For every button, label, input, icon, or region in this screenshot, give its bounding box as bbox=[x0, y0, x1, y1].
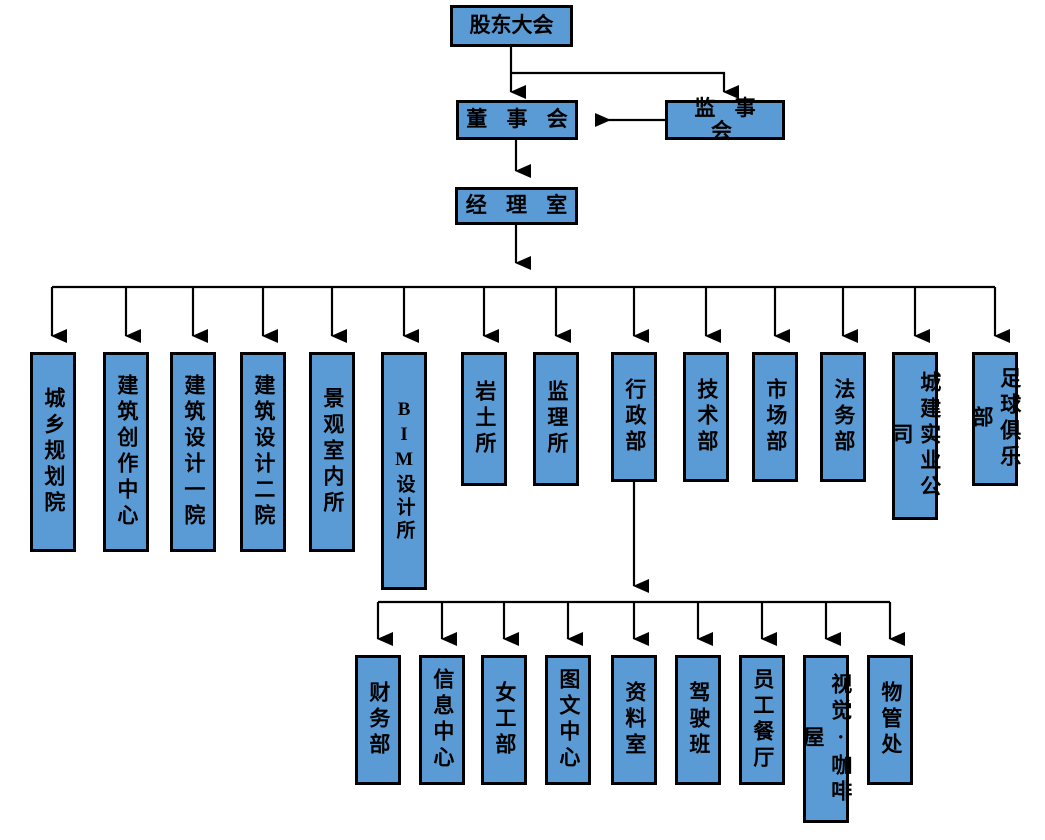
node-legal[interactable]: 法务部 bbox=[820, 352, 866, 482]
node-label: 法务部 bbox=[831, 378, 856, 456]
node-label: 股东大会 bbox=[469, 13, 554, 38]
node-label: 董 事 会 bbox=[466, 107, 575, 132]
node-label: BIM设计所 bbox=[393, 399, 415, 543]
node-arch-design-2[interactable]: 建筑设计二院 bbox=[240, 352, 286, 552]
node-market[interactable]: 市场部 bbox=[752, 352, 798, 482]
node-label: 建筑设计一院 bbox=[181, 374, 206, 530]
node-property-management[interactable]: 物管处 bbox=[867, 655, 913, 785]
node-board-of-directors[interactable]: 董 事 会 bbox=[456, 100, 578, 140]
node-label: 员工餐厅 bbox=[750, 668, 775, 772]
node-label: 驾驶班 bbox=[686, 681, 711, 759]
node-landscape-interior[interactable]: 景观室内所 bbox=[309, 352, 355, 552]
node-label: 女工部 bbox=[492, 681, 517, 759]
node-finance[interactable]: 财务部 bbox=[355, 655, 401, 785]
node-technology[interactable]: 技术部 bbox=[683, 352, 729, 482]
node-staff-canteen[interactable]: 员工餐厅 bbox=[739, 655, 785, 785]
node-visual-cafe[interactable]: 视觉·咖啡屋 bbox=[801, 655, 853, 823]
node-label: 视觉·咖啡屋 bbox=[801, 672, 853, 806]
node-label: 经 理 室 bbox=[465, 193, 575, 218]
node-women-workers[interactable]: 女工部 bbox=[481, 655, 527, 785]
node-geotechnical[interactable]: 岩土所 bbox=[461, 352, 507, 486]
node-label: 市场部 bbox=[763, 378, 788, 456]
node-driving-team[interactable]: 驾驶班 bbox=[675, 655, 721, 785]
node-archives[interactable]: 资料室 bbox=[611, 655, 657, 785]
node-label: 行政部 bbox=[622, 378, 647, 456]
node-urban-rural-planning[interactable]: 城乡规划院 bbox=[30, 352, 76, 552]
node-graphics-center[interactable]: 图文中心 bbox=[545, 655, 591, 785]
node-arch-creation-center[interactable]: 建筑创作中心 bbox=[103, 352, 149, 552]
node-board-of-supervisors[interactable]: 监 事 会 bbox=[665, 95, 785, 143]
node-chengjian-industry[interactable]: 城建实业公司 bbox=[890, 352, 942, 520]
node-label: 信息中心 bbox=[430, 668, 455, 772]
node-label: 城乡规划院 bbox=[41, 387, 66, 517]
node-label: 建筑设计二院 bbox=[251, 374, 276, 530]
node-arch-design-1[interactable]: 建筑设计一院 bbox=[170, 352, 216, 552]
node-label: 图文中心 bbox=[556, 668, 581, 772]
node-bim-design[interactable]: BIM设计所 bbox=[381, 352, 427, 590]
node-label: 财务部 bbox=[366, 681, 391, 759]
node-administration[interactable]: 行政部 bbox=[611, 352, 657, 482]
node-label: 监理所 bbox=[544, 380, 569, 458]
node-label: 景观室内所 bbox=[320, 387, 345, 517]
node-shareholders-meeting[interactable]: 股东大会 bbox=[450, 5, 573, 47]
node-label: 建筑创作中心 bbox=[114, 374, 139, 530]
node-supervision-office[interactable]: 监理所 bbox=[533, 352, 579, 486]
node-label: 岩土所 bbox=[472, 380, 497, 458]
node-manager-office[interactable]: 经 理 室 bbox=[455, 187, 578, 225]
node-label: 监 事 会 bbox=[694, 95, 763, 143]
node-label: 技术部 bbox=[694, 378, 719, 456]
node-label: 城建实业公司 bbox=[890, 371, 942, 501]
node-label: 物管处 bbox=[878, 681, 903, 759]
node-information-center[interactable]: 信息中心 bbox=[419, 655, 465, 785]
node-label: 资料室 bbox=[622, 681, 647, 759]
node-label: 足球俱乐部 bbox=[970, 367, 1022, 471]
node-football-club[interactable]: 足球俱乐部 bbox=[970, 352, 1022, 486]
